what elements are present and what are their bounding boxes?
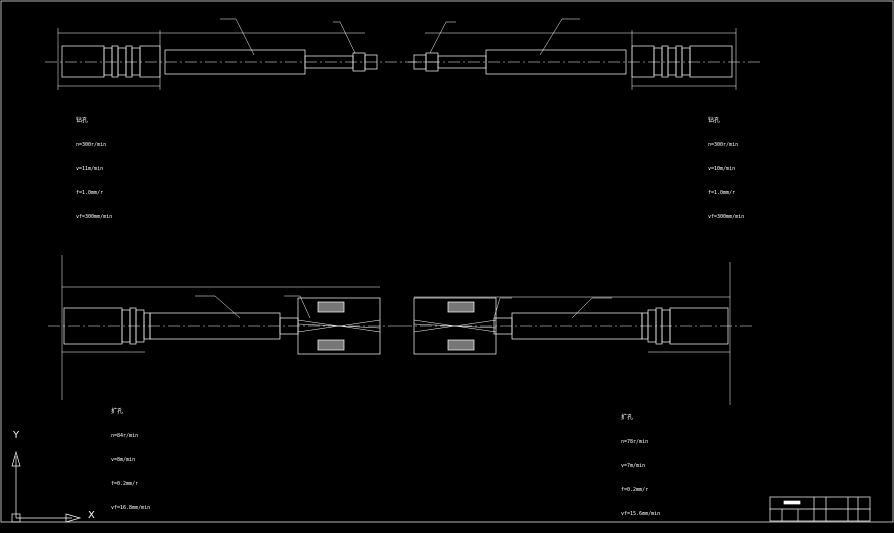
note-title: 扩孔 — [621, 414, 634, 421]
ucs-icon — [11, 450, 82, 523]
note-line: n=300r/min — [76, 142, 107, 148]
note-line: n=84r/min — [111, 433, 139, 439]
note-top-left: 钻孔 n=300r/min v=11m/min f=1.0mm/r vf=300… — [76, 101, 112, 229]
note-line: v=7m/min — [621, 463, 646, 469]
note-line: n=78r/min — [621, 439, 649, 445]
ucs-x-label: X — [88, 510, 95, 521]
note-line: f=1.0mm/r — [76, 190, 104, 196]
title-block — [769, 496, 871, 522]
note-line: vf=300mm/min — [76, 214, 113, 220]
note-line: vf=300mm/min — [708, 214, 745, 220]
ucs-y-label: Y — [13, 430, 20, 441]
top-right-spindle — [408, 18, 760, 90]
note-line: f=1.0mm/r — [708, 190, 736, 196]
note-line: vf=16.8mm/min — [111, 505, 151, 511]
bottom-right-spindle — [400, 262, 752, 405]
note-line: v=10m/min — [708, 166, 736, 172]
note-line: f=0.2mm/r — [621, 487, 649, 493]
note-line: n=300r/min — [708, 142, 739, 148]
note-title: 钻孔 — [708, 117, 721, 124]
note-line: vf=15.6mm/min — [621, 511, 661, 517]
note-line: f=0.2mm/r — [111, 481, 139, 487]
note-bottom-left: 扩孔 n=84r/min v=8m/min f=0.2mm/r vf=16.8m… — [111, 392, 150, 520]
bottom-left-spindle — [48, 255, 400, 400]
note-title: 扩孔 — [111, 408, 124, 415]
note-top-right: 钻孔 n=300r/min v=10m/min f=1.0mm/r vf=300… — [708, 101, 744, 229]
note-line: v=11m/min — [76, 166, 104, 172]
note-title: 钻孔 — [76, 117, 89, 124]
note-bottom-right: 扩孔 n=78r/min v=7m/min f=0.2mm/r vf=15.6m… — [621, 398, 660, 526]
top-left-spindle — [45, 18, 440, 90]
note-line: v=8m/min — [111, 457, 136, 463]
